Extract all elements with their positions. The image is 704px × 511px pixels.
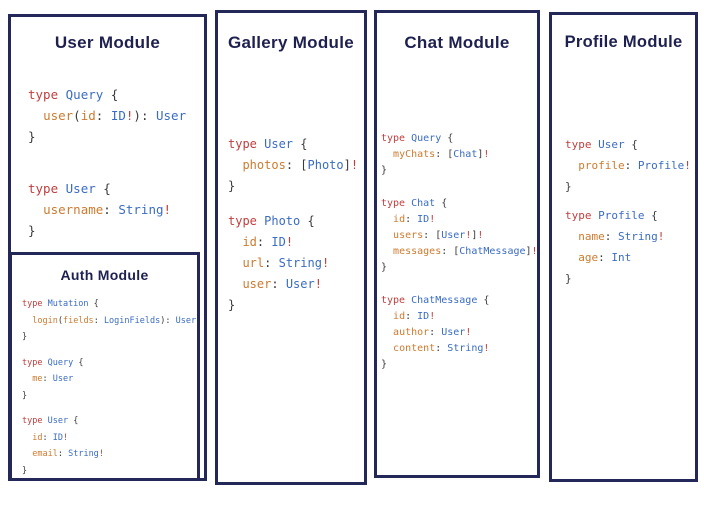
schema-code: type Query { myChats: [Chat]!}type Chat …	[381, 131, 538, 390]
code-line: myChats: [Chat]!	[393, 149, 490, 160]
code-line: user: User!	[242, 277, 322, 291]
code-block: type Query { me: User}	[22, 355, 196, 405]
code-line: type ChatMessage {	[381, 295, 490, 306]
auth-module-panel: Auth Module type Mutation { login(fields…	[9, 252, 200, 481]
code-line: type Photo {	[228, 214, 315, 228]
code-line: type Profile {	[565, 209, 658, 222]
code-line: photos: [Photo]!	[242, 158, 359, 172]
code-line: type User {	[28, 181, 111, 196]
code-line: type Mutation {	[22, 299, 99, 309]
code-line: me: User	[32, 374, 74, 384]
code-block: type Query { myChats: [Chat]!}	[381, 131, 538, 179]
code-line: }	[565, 180, 572, 193]
code-line: name: String!	[578, 230, 665, 243]
code-line: }	[228, 179, 236, 193]
code-line: content: String!	[393, 343, 490, 354]
profile-module-panel: Profile Module type User { profile: Prof…	[549, 12, 698, 482]
schema-code: type User { photos: [Photo]!}type Photo …	[228, 134, 358, 330]
code-line: id: ID!	[242, 235, 294, 249]
code-line: }	[22, 332, 28, 342]
panel-title: Auth Module	[60, 267, 149, 283]
panel-title: Gallery Module	[227, 33, 355, 52]
code-block: type User { id: ID! email: String!}	[22, 413, 196, 479]
user-module-panel: User Module type Query { user(id: ID!): …	[8, 14, 207, 481]
code-line: username: String!	[43, 202, 172, 217]
code-line: }	[381, 165, 388, 176]
code-block: type ChatMessage { id: ID! author: User!…	[381, 293, 538, 373]
code-block: type Chat { id: ID! users: [User!]! mess…	[381, 196, 538, 276]
code-line: type Query {	[28, 87, 119, 102]
code-line: type Query {	[381, 133, 454, 144]
code-line: }	[381, 359, 388, 370]
code-line: profile: Profile!	[578, 159, 691, 172]
code-block: type User { username: String!}	[28, 178, 186, 241]
code-line: }	[381, 262, 388, 273]
code-line: id: ID!	[32, 432, 69, 443]
code-line: }	[28, 129, 36, 144]
code-line: type User {	[228, 137, 308, 151]
code-block: type Mutation { login(fields: LoginField…	[22, 296, 196, 346]
schema-code: type Mutation { login(fields: LoginField…	[22, 296, 196, 488]
schema-code: type Query { user(id: ID!): User}type Us…	[28, 84, 186, 272]
panel-title: User Module	[54, 33, 161, 52]
code-block: type Photo { id: ID! url: String! user: …	[228, 211, 358, 316]
chat-module-panel: Chat Module type Query { myChats: [Chat]…	[374, 10, 540, 478]
code-line: type Chat {	[381, 198, 448, 209]
code-line: users: [User!]!	[393, 230, 484, 241]
code-line: }	[565, 272, 572, 285]
code-line: }	[22, 390, 28, 401]
code-line: id: ID!	[393, 311, 436, 322]
code-line: }	[22, 465, 28, 476]
code-block: type Profile { name: String! age: Int}	[565, 205, 691, 289]
code-line: type User {	[565, 138, 638, 151]
code-line: type Query {	[22, 357, 84, 368]
code-block: type Query { user(id: ID!): User}	[28, 84, 186, 147]
code-line: id: ID!	[393, 214, 436, 225]
code-line: url: String!	[242, 256, 330, 270]
code-line: age: Int	[578, 251, 632, 264]
code-line: }	[28, 223, 36, 238]
panel-title: Chat Module	[404, 33, 510, 52]
code-block: type User { profile: Profile!}	[565, 134, 691, 197]
code-line: }	[228, 298, 236, 312]
code-line: user(id: ID!): User	[43, 108, 187, 123]
code-block: type User { photos: [Photo]!}	[228, 134, 358, 197]
code-line: messages: [ChatMessage]!	[393, 246, 538, 257]
code-line: type User {	[22, 416, 79, 426]
code-line: login(fields: LoginFields): User	[32, 315, 197, 326]
schema-code: type User { profile: Profile!}type Profi…	[565, 134, 691, 297]
code-line: author: User!	[393, 327, 472, 338]
code-line: email: String!	[32, 449, 104, 459]
panel-title: Profile Module	[564, 33, 683, 51]
gallery-module-panel: Gallery Module type User { photos: [Phot…	[215, 10, 367, 485]
